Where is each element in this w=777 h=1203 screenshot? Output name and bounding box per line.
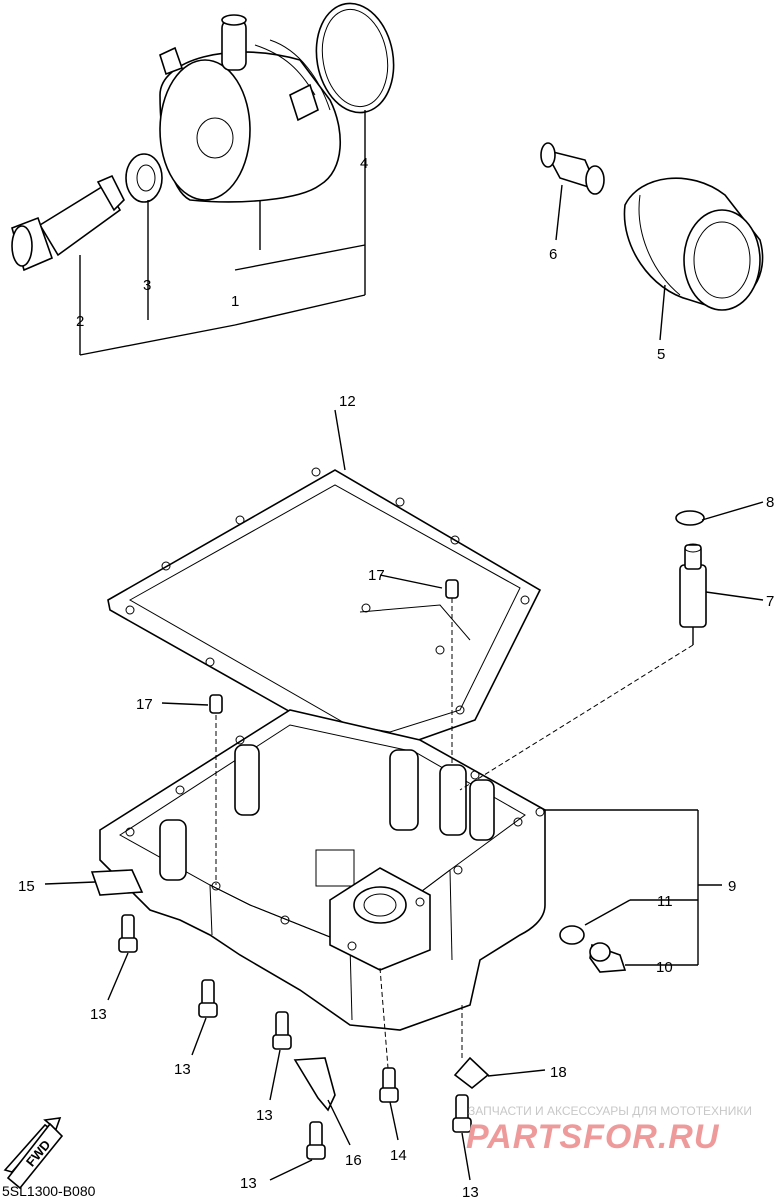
watermark-caption: ЗАПЧАСТИ И АКСЕССУАРЫ ДЛЯ МОТОТЕХНИКИ	[468, 1104, 752, 1118]
callout-13-c: 13	[256, 1107, 273, 1124]
callout-1: 1	[231, 293, 239, 310]
callout-11: 11	[657, 893, 673, 910]
washer	[675, 510, 705, 526]
oil-filter	[623, 177, 764, 311]
callout-5: 5	[657, 346, 665, 363]
dowel-pin	[209, 694, 223, 714]
watermark-brand: PARTSFOR.RU	[466, 1118, 720, 1156]
dowel-pin	[445, 579, 459, 599]
fwd-arrow-icon: FWD	[3, 1117, 64, 1190]
bracket	[453, 1056, 490, 1090]
oil-pan	[99, 709, 546, 1031]
callout-18: 18	[550, 1064, 567, 1081]
callout-14: 14	[390, 1147, 407, 1164]
diagram-code: 5SL1300-B080	[2, 1183, 96, 1198]
bracket	[90, 869, 144, 896]
callout-7: 7	[766, 593, 774, 610]
watermark: ЗАПЧАСТИ И АКСЕССУАРЫ ДЛЯ МОТОТЕХНИКИ PA…	[466, 1104, 752, 1156]
bracket	[293, 1057, 336, 1112]
leader-lines-top	[79, 110, 666, 356]
union-bolt	[11, 174, 125, 272]
drain-washer	[559, 925, 585, 945]
oil-cooler	[159, 14, 342, 203]
callout-17-b: 17	[136, 696, 153, 713]
callout-13-a: 13	[90, 1006, 107, 1023]
bolts	[118, 914, 472, 1160]
leader-lines-bottom	[44, 409, 764, 1181]
callout-17-a: 17	[368, 567, 385, 584]
callout-16: 16	[345, 1152, 362, 1169]
callout-4: 4	[360, 155, 368, 172]
drain-plug	[589, 942, 627, 973]
washer	[125, 153, 163, 203]
callout-2: 2	[76, 313, 84, 330]
callout-9: 9	[728, 878, 736, 895]
callout-10: 10	[656, 959, 673, 976]
callout-12: 12	[339, 393, 356, 410]
callout-15: 15	[18, 878, 35, 895]
callout-13-e: 13	[462, 1184, 479, 1198]
callout-3: 3	[143, 277, 151, 294]
oil-pan-gasket	[107, 467, 542, 751]
callout-13-b: 13	[174, 1061, 191, 1078]
callout-labels: 1 2 3 4 5 6 7 8 9 10 11 12 13 13 13 13 1…	[18, 155, 774, 1201]
oil-fitting	[540, 142, 605, 195]
oil-pipe	[679, 543, 707, 628]
callout-6: 6	[549, 246, 557, 263]
callout-8: 8	[766, 494, 774, 511]
callout-13-d: 13	[240, 1175, 257, 1192]
